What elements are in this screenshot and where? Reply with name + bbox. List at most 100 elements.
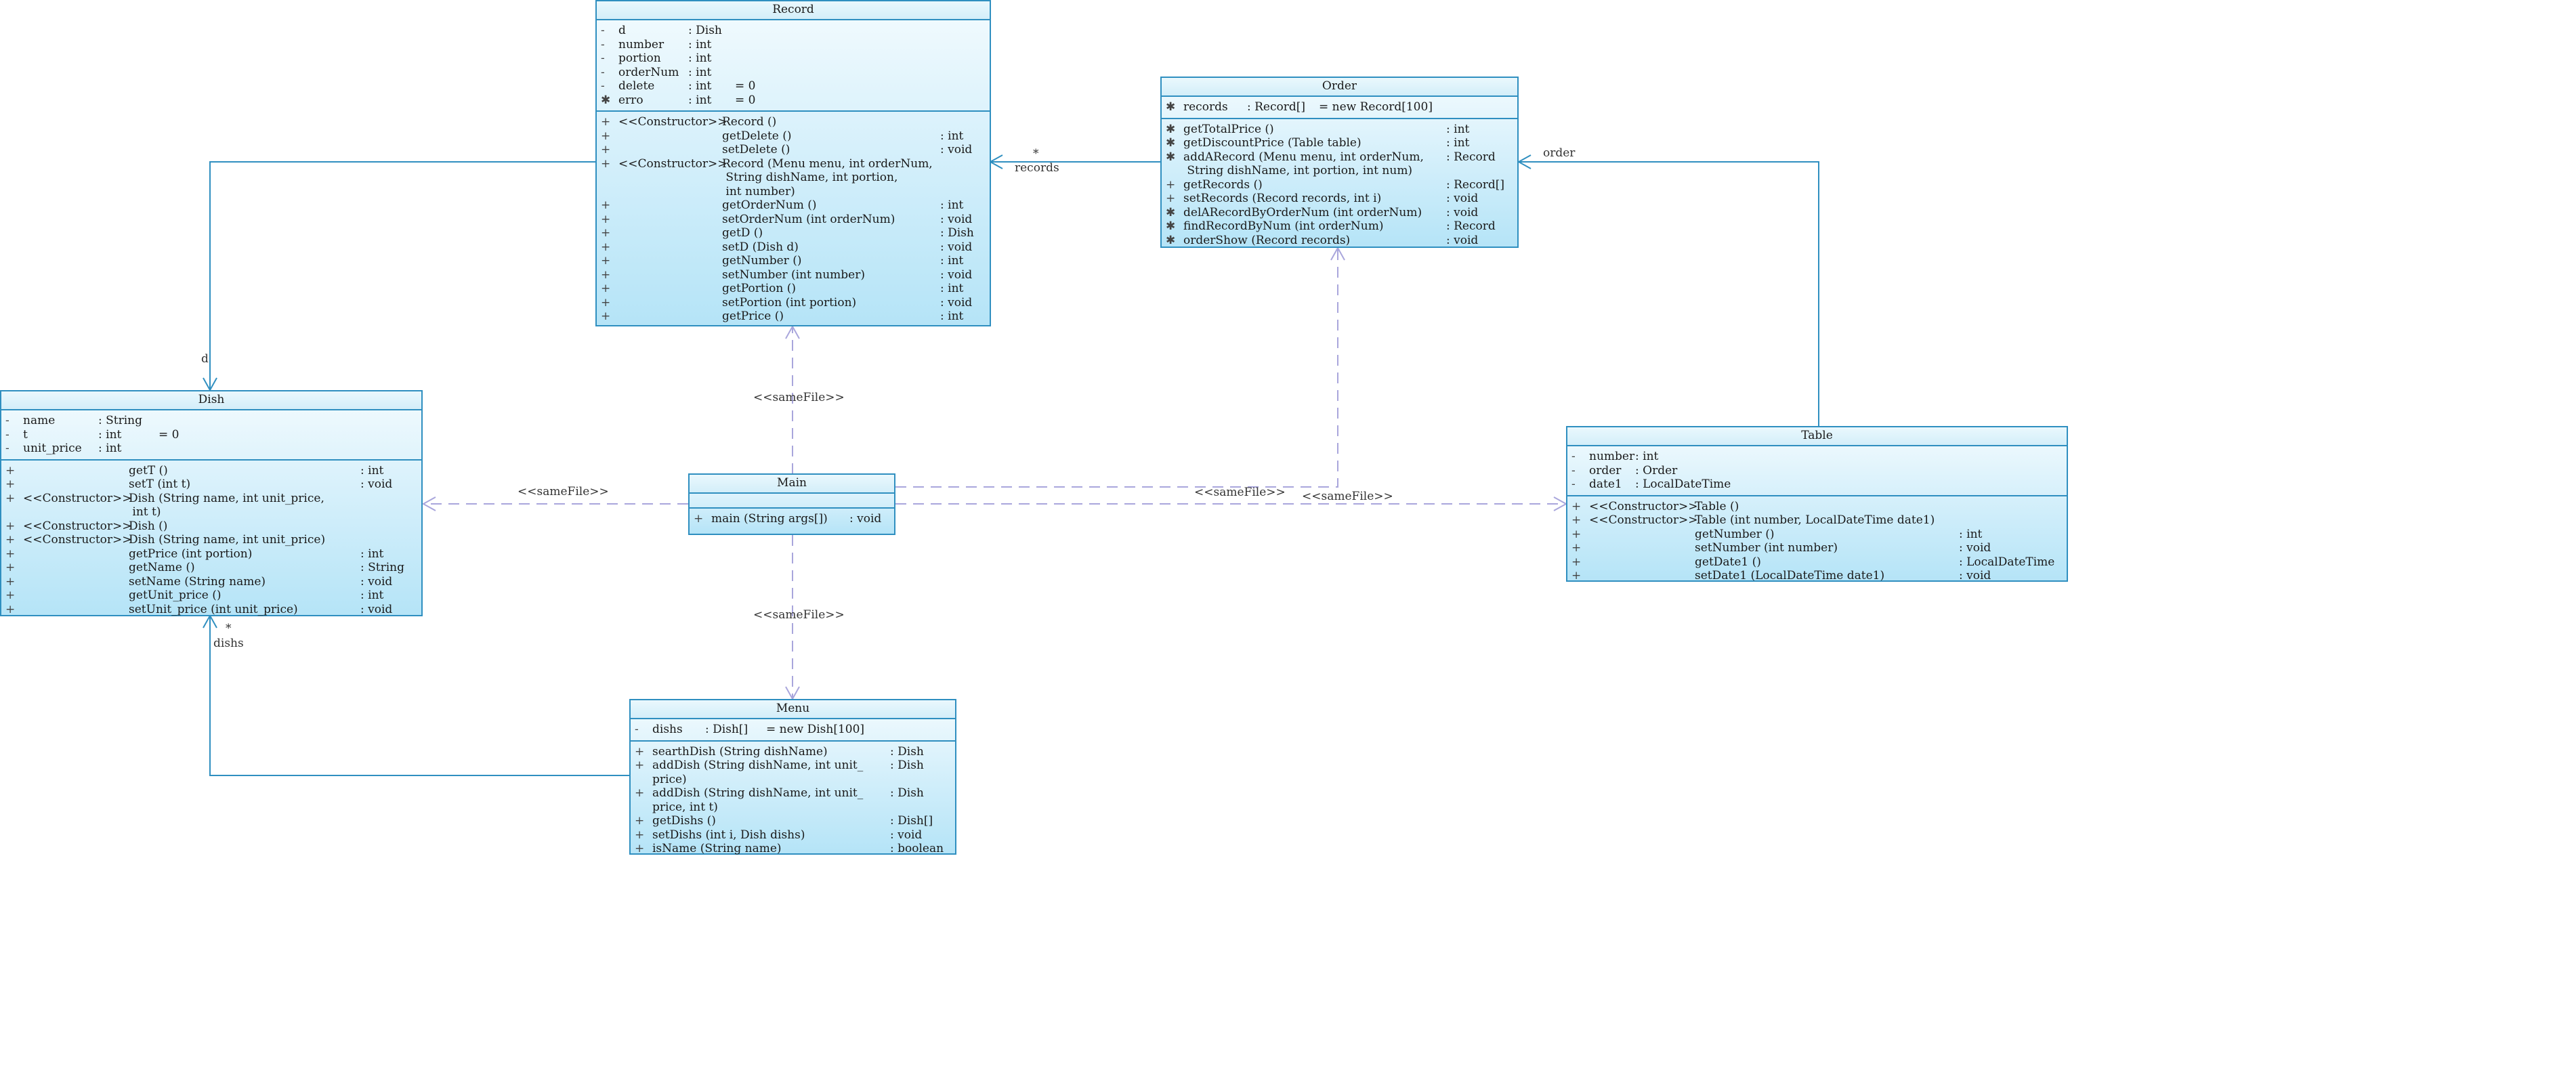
method-row: +addDish (String dishName, int unit_ pri… [635, 786, 924, 814]
attribute-row: -delete: int= 0 [601, 79, 756, 93]
method-row: +<<Constructor>>Table () [1571, 499, 1739, 513]
method-row: +getPortion (): int [601, 282, 964, 295]
main-order-dependency [895, 248, 1338, 488]
method-row: +getOrderNum (): int [601, 198, 964, 212]
method-row: +setNumber (int number): void [601, 268, 973, 282]
method-row: +<<Constructor>>Dish () [5, 519, 168, 533]
method-row: +setDate1 (LocalDateTime date1): void [1571, 569, 1991, 582]
attribute-row: -name: String [5, 414, 143, 427]
attributes-section: -number: int -order: Order -date1: Local… [1567, 446, 2067, 496]
methods-section: +searthDish (String dishName): Dish +add… [631, 742, 955, 859]
method-row: +setUnit_price (int unit_price): void [5, 602, 393, 616]
method-row: +getNumber (): int [1571, 527, 1983, 541]
method-row: ✱orderShow (Record records): void [1166, 233, 1479, 247]
methods-section: +main (String args[]): void [690, 509, 894, 530]
methods-section: +<<Constructor>>Record () +getDelete ():… [597, 112, 990, 327]
method-row: +getT (): int [5, 463, 384, 477]
samefile-label-menu: <<sameFile>> [753, 608, 845, 622]
attributes-section: -name: String -t: int= 0 -unit_price: in… [1, 410, 421, 461]
class-table[interactable]: Table -number: int -order: Order -date1:… [1566, 426, 2068, 582]
attributes-section [690, 494, 894, 509]
class-title: Table [1567, 427, 2067, 446]
method-row: +searthDish (String dishName): Dish [635, 744, 924, 759]
method-row: +getName (): String [5, 561, 405, 574]
attributes-section: -dishs: Dish[]= new Dish[100] [631, 719, 955, 742]
method-row: ✱addARecord (Menu menu, int orderNum, St… [1166, 150, 1496, 178]
record-dish-association [209, 161, 596, 390]
method-row: +setDishs (int i, Dish dishs): void [635, 828, 923, 842]
class-menu[interactable]: Menu -dishs: Dish[]= new Dish[100] +sear… [629, 699, 956, 855]
attribute-row: -number: int [601, 37, 712, 51]
attribute-row: -t: int= 0 [5, 427, 180, 442]
method-row: +getPrice (int portion): int [5, 547, 384, 561]
table-order-association [1519, 161, 1819, 427]
method-row: +addDish (String dishName, int unit_ pri… [635, 759, 924, 786]
table-order-role-label: order [1543, 146, 1576, 160]
record-dish-role-label: d [201, 352, 209, 366]
methods-section: +<<Constructor>>Table () +<<Constructor>… [1567, 496, 2067, 587]
method-row: +main (String args[]): void [694, 512, 882, 526]
samefile-label-dish: <<sameFile>> [518, 485, 609, 498]
class-title: Order [1162, 78, 1517, 97]
method-row: +getNumber (): int [601, 254, 964, 268]
attribute-row: -date1: LocalDateTime [1571, 477, 1731, 491]
samefile-label-table: <<sameFile>> [1302, 490, 1393, 503]
method-row: +setT (int t): void [5, 477, 393, 491]
method-row: +setOrderNum (int orderNum): void [601, 212, 973, 226]
menu-dish-association [209, 616, 630, 776]
class-main[interactable]: Main +main (String args[]): void [688, 473, 895, 535]
samefile-label-order: <<sameFile>> [1194, 486, 1286, 499]
attribute-row: -unit_price: int [5, 442, 122, 455]
method-row: +setName (String name): void [5, 574, 393, 589]
method-row: +<<Constructor>>Record () [601, 115, 777, 129]
method-row: +setNumber (int number): void [1571, 541, 1991, 555]
class-title: Main [690, 475, 894, 494]
class-record[interactable]: Record -d: Dish -number: int -portion: i… [595, 0, 991, 326]
attribute-row: ✱erro: int= 0 [601, 93, 756, 107]
method-row: +setRecords (Record records, int i): voi… [1166, 192, 1479, 205]
attribute-row: -d: Dish [601, 24, 722, 37]
method-row: +<<Constructor>>Dish (String name, int u… [5, 533, 326, 547]
method-row: +getPrice (): int [601, 310, 964, 323]
attribute-row: -orderNum: int [601, 65, 712, 79]
method-row: +<<Constructor>>Dish (String name, int u… [5, 491, 324, 519]
method-row: +<<Constructor>>Record (Menu menu, int o… [601, 156, 933, 198]
class-title: Record [597, 1, 990, 20]
method-row: ✱getTotalPrice (): int [1166, 122, 1470, 136]
method-row: +isName (String name): boolean [635, 842, 944, 855]
attribute-row: -number: int [1571, 450, 1659, 463]
method-row: +getD (): Dish [601, 226, 974, 240]
menu-dish-role-label: dishs [213, 637, 244, 650]
attribute-row: -dishs: Dish[]= new Dish[100] [635, 723, 865, 736]
class-dish[interactable]: Dish -name: String -t: int= 0 -unit_pric… [0, 390, 423, 616]
class-title: Dish [1, 391, 421, 410]
method-row: ✱getDiscountPrice (Table table): int [1166, 136, 1470, 150]
attribute-row: ✱records: Record[]= new Record[100] [1166, 100, 1433, 114]
class-order[interactable]: Order ✱records: Record[]= new Record[100… [1160, 77, 1519, 248]
class-title: Menu [631, 700, 955, 719]
table-order-arrowhead [1517, 154, 1532, 169]
method-row: +getUnit_price (): int [5, 589, 384, 602]
order-record-role-label: records [1015, 161, 1059, 175]
main-dish-dependency-arrowhead [421, 496, 436, 511]
attributes-section: ✱records: Record[]= new Record[100] [1162, 97, 1517, 119]
attribute-row: -portion: int [601, 51, 712, 65]
methods-section: ✱getTotalPrice (): int ✱getDiscountPrice… [1162, 119, 1517, 251]
method-row: +getDishs (): Dish[] [635, 814, 933, 828]
method-row: ✱delARecordByOrderNum (int orderNum): vo… [1166, 205, 1479, 219]
method-row: +getRecords (): Record[] [1166, 177, 1505, 192]
method-row: +setD (Dish d): void [601, 240, 973, 254]
method-row: +getDate1 (): LocalDateTime [1571, 555, 2055, 569]
method-row: ✱findRecordByNum (int orderNum): Record [1166, 219, 1496, 233]
method-row: +setPortion (int portion): void [601, 295, 973, 310]
method-row: +setDelete (): void [601, 143, 973, 156]
method-row: +getDelete (): int [601, 129, 964, 143]
method-row: +<<Constructor>>Table (int number, Local… [1571, 513, 1935, 527]
attributes-section: -d: Dish -number: int -portion: int -ord… [597, 20, 990, 112]
attribute-row: -order: Order [1571, 463, 1678, 477]
main-record-dependency-arrowhead [785, 324, 800, 339]
methods-section: +getT (): int +setT (int t): void +<<Con… [1, 461, 421, 620]
menu-dish-multiplicity-label: * [226, 622, 232, 635]
main-order-dependency-arrowhead [1330, 246, 1345, 261]
